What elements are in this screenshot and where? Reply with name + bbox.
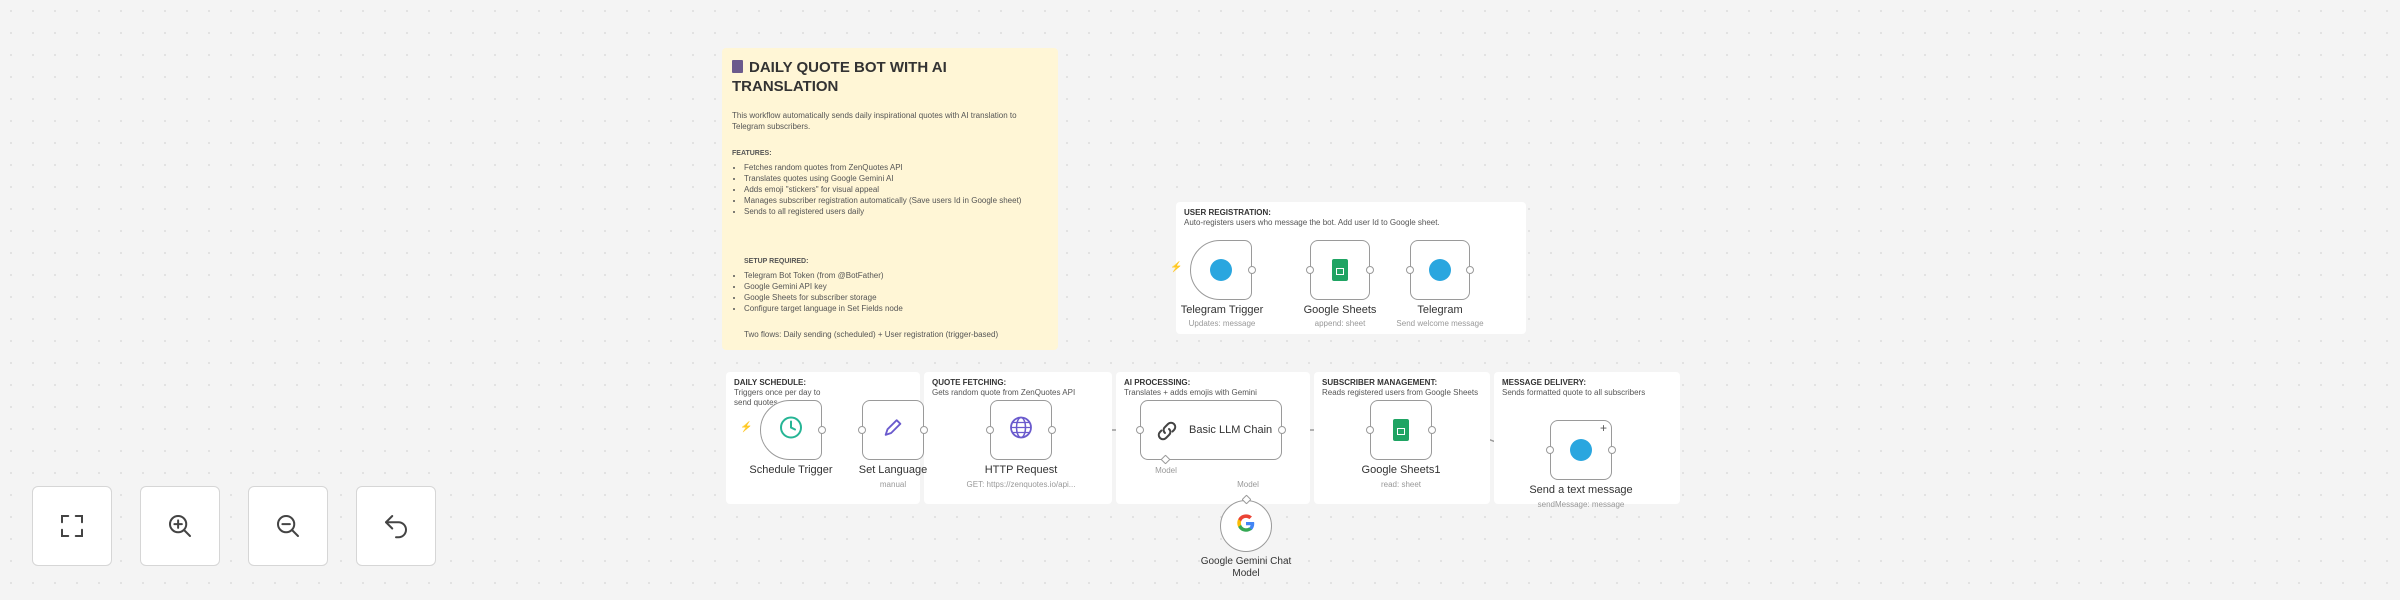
node-label: Model bbox=[1232, 568, 1260, 579]
workflow-footer: Two flows: Daily sending (scheduled) + U… bbox=[744, 330, 999, 339]
node-subtitle: read: sheet bbox=[1380, 480, 1422, 489]
google-sheets-icon bbox=[1393, 419, 1409, 441]
list-item: Sends to all registered users daily bbox=[744, 206, 1044, 217]
output-handle[interactable] bbox=[1248, 266, 1256, 274]
node-subtitle: append: sheet bbox=[1314, 319, 1366, 328]
setup-list: Telegram Bot Token (from @BotFather) Goo… bbox=[732, 270, 1044, 314]
sticky-title: QUOTE FETCHING: bbox=[932, 378, 1007, 387]
node-label: Google Sheets1 bbox=[1361, 464, 1441, 476]
telegram-icon bbox=[1429, 259, 1451, 281]
input-handle[interactable] bbox=[1306, 266, 1314, 274]
workflow-title: DAILY QUOTE BOT WITH AI TRANSLATION bbox=[732, 59, 947, 95]
node-subtitle: sendMessage: message bbox=[1537, 500, 1625, 509]
node-label: Google Gemini Chat bbox=[1200, 556, 1292, 567]
port-label: Model bbox=[1155, 466, 1177, 475]
node-google-sheets[interactable] bbox=[1310, 240, 1370, 300]
list-item: Telegram Bot Token (from @BotFather) bbox=[744, 270, 1044, 281]
list-item: Configure target language in Set Fields … bbox=[744, 303, 1044, 314]
globe-icon bbox=[1009, 416, 1033, 445]
fit-view-button[interactable] bbox=[32, 486, 112, 566]
input-handle[interactable] bbox=[986, 426, 994, 434]
zoom-out-icon bbox=[277, 515, 299, 537]
node-send-text-message[interactable]: + bbox=[1550, 420, 1612, 480]
telegram-icon bbox=[1210, 259, 1232, 281]
node-label: Telegram bbox=[1417, 304, 1463, 316]
node-label: Google Sheets bbox=[1303, 304, 1377, 316]
zoom-in-button[interactable] bbox=[140, 486, 220, 566]
output-handle[interactable] bbox=[920, 426, 928, 434]
list-item: Google Sheets for subscriber storage bbox=[744, 292, 1044, 303]
zoom-in-icon bbox=[169, 515, 191, 537]
add-icon[interactable]: + bbox=[1599, 421, 1607, 435]
workflow-description: This workflow automatically sends daily … bbox=[732, 111, 1017, 131]
output-handle[interactable] bbox=[1366, 266, 1374, 274]
input-handle[interactable] bbox=[858, 426, 866, 434]
list-item: Adds emoji "stickers" for visual appeal bbox=[744, 184, 1044, 195]
google-sheets-icon bbox=[1332, 259, 1348, 281]
google-icon bbox=[1235, 513, 1257, 540]
output-handle[interactable] bbox=[1048, 426, 1056, 434]
node-label: HTTP Request bbox=[984, 464, 1058, 476]
list-item: Translates quotes using Google Gemini AI bbox=[744, 173, 1044, 184]
output-handle[interactable] bbox=[1608, 446, 1616, 454]
undo-button[interactable] bbox=[356, 486, 436, 566]
input-handle[interactable] bbox=[1136, 426, 1144, 434]
sticky-title: AI PROCESSING: bbox=[1124, 378, 1191, 387]
node-schedule-trigger[interactable] bbox=[760, 400, 822, 460]
sticky-description: Gets random quote from ZenQuotes API bbox=[932, 388, 1076, 397]
book-icon bbox=[732, 60, 743, 73]
input-handle[interactable] bbox=[1406, 266, 1414, 274]
features-heading: FEATURES: bbox=[732, 150, 772, 157]
node-telegram-trigger[interactable] bbox=[1190, 240, 1252, 300]
trigger-bolt-icon: ⚡ bbox=[1170, 262, 1183, 273]
trigger-bolt-icon: ⚡ bbox=[740, 422, 753, 433]
pencil-icon bbox=[882, 417, 904, 444]
node-basic-llm-chain[interactable]: Basic LLM Chain bbox=[1140, 400, 1282, 460]
node-telegram[interactable] bbox=[1410, 240, 1470, 300]
output-handle[interactable] bbox=[1428, 426, 1436, 434]
sticky-title: DAILY SCHEDULE: bbox=[734, 378, 807, 387]
sticky-description: Auto-registers users who message the bot… bbox=[1184, 218, 1440, 227]
telegram-icon bbox=[1570, 439, 1592, 461]
list-item: Google Gemini API key bbox=[744, 281, 1044, 292]
node-subtitle: GET: https://zenquotes.io/api... bbox=[966, 480, 1076, 489]
output-handle[interactable] bbox=[1278, 426, 1286, 434]
sticky-title: SUBSCRIBER MANAGEMENT: bbox=[1322, 378, 1438, 387]
output-handle[interactable] bbox=[1466, 266, 1474, 274]
output-handle[interactable] bbox=[818, 426, 826, 434]
undo-icon bbox=[385, 515, 407, 539]
node-label: Telegram Trigger bbox=[1180, 304, 1264, 316]
node-set-language[interactable] bbox=[862, 400, 924, 460]
clock-icon bbox=[779, 416, 803, 445]
node-label: Schedule Trigger bbox=[749, 464, 833, 476]
list-item: Fetches random quotes from ZenQuotes API bbox=[744, 162, 1044, 173]
input-handle[interactable] bbox=[1546, 446, 1554, 454]
input-handle[interactable] bbox=[1366, 426, 1374, 434]
node-google-gemini-chat-model[interactable] bbox=[1220, 500, 1272, 552]
features-list: Fetches random quotes from ZenQuotes API… bbox=[732, 162, 1044, 217]
node-label: Set Language bbox=[858, 464, 928, 476]
sticky-title: MESSAGE DELIVERY: bbox=[1502, 378, 1587, 387]
zoom-out-button[interactable] bbox=[248, 486, 328, 566]
list-item: Manages subscriber registration automati… bbox=[744, 195, 1044, 206]
node-google-sheets1[interactable] bbox=[1370, 400, 1432, 460]
fullscreen-icon bbox=[61, 515, 83, 537]
sticky-title: USER REGISTRATION: bbox=[1184, 208, 1271, 217]
sticky-description: Triggers once per day to send quotes bbox=[734, 388, 821, 407]
port-label: Model bbox=[1237, 480, 1259, 489]
node-http-request[interactable] bbox=[990, 400, 1052, 460]
node-subtitle: manual bbox=[879, 480, 907, 489]
sticky-description: Sends formatted quote to all subscribers bbox=[1502, 388, 1646, 397]
node-subtitle: Updates: message bbox=[1188, 319, 1256, 328]
node-subtitle: Send welcome message bbox=[1396, 319, 1484, 328]
link-icon bbox=[1155, 419, 1179, 448]
sticky-description: Reads registered users from Google Sheet… bbox=[1322, 388, 1479, 397]
main-sticky-note[interactable]: DAILY QUOTE BOT WITH AI TRANSLATION This… bbox=[722, 48, 1058, 350]
sticky-description: Translates + adds emojis with Gemini bbox=[1124, 388, 1257, 397]
node-label: Send a text message bbox=[1529, 484, 1633, 496]
setup-heading: SETUP REQUIRED: bbox=[744, 258, 809, 265]
node-label: Basic LLM Chain bbox=[1189, 424, 1273, 436]
